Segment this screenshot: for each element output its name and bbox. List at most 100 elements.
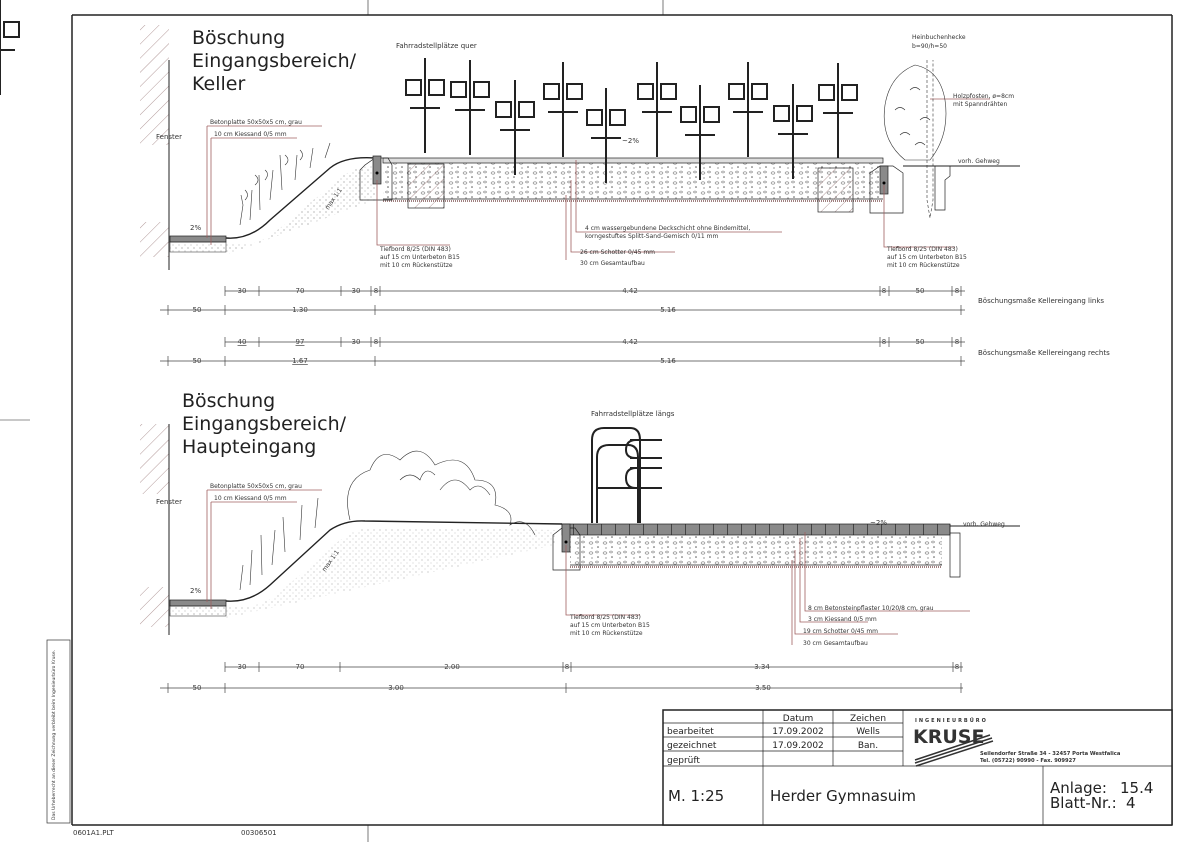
drawing-label: 19 cm Schotter 0/45 mm [803,628,878,635]
post-label: Holzpfosten, ø=8cm [953,93,1014,100]
section-top: Böschung Eingangsbereich/ Keller Fahrrad… [0,0,1020,270]
section-title-line: Eingangsbereich/ [192,50,357,72]
drawing-label: 1.67 [292,357,308,365]
drawing-label: 5.16 [660,357,676,365]
section-title-line: Keller [192,73,245,95]
drawing-label: 3.00 [388,684,404,692]
drawing-label: 17.09.2002 [772,727,824,737]
dimensions-caption: Böschungsmaße Kellereingang links [978,297,1104,305]
drawing-label: 8 [955,338,959,346]
drawing-label: 17.09.2002 [772,741,824,751]
file-name: 0601A1.PLT [73,829,114,837]
drawing-label: 40 [238,338,247,346]
drawing-label: Ban. [858,741,878,751]
drawing-label: Wells [856,727,880,737]
section-bottom: Böschung Eingangsbereich/ Haupteingang F… [140,390,1020,693]
drawing-label: 30 [238,287,247,295]
drawing-label: 3 cm Kiessand 0/5 mm [808,616,877,623]
drawing-label: 50 [193,357,202,365]
drawing-label: 50 [916,338,925,346]
drawing-label: bearbeitet [667,727,714,737]
drawing-label: korngestuftes Splitt-Sand-Gemisch 0/11 m… [585,233,718,240]
drawing-label: 8 cm Betonsteinpflaster 10/20/8 cm, grau [808,605,934,612]
drawing-label: Tel. (05722) 90990 - Fax. 909927 [980,758,1076,764]
drawing-label: 8 [374,287,378,295]
drawing-label: 50 [193,306,202,314]
dimensions-right: 40 97 30 8 4.42 8 50 8 50 5.16 1.67 Böschungsma… [160,337,1110,366]
copyright-note: Das Urheberrecht an dieser Zeichnung ver… [46,639,71,824]
slope-percent: 2% [190,224,201,232]
drawing-label: Tiefbord 8/25 (DIN 483) [569,614,641,621]
sheet-number: 4 [1126,794,1136,812]
drawing-label: 3.34 [754,663,770,671]
drawing-label: 30 [352,338,361,346]
drawing-code: 00306501 [241,829,277,837]
bike-rack-longitudinal [591,427,662,523]
sidewalk-label: vorh. Gehweg [963,521,1005,528]
drawing-label: 3.50 [755,684,771,692]
drawing-label: 97 [296,338,305,346]
drawing-label: 50 [193,684,202,692]
drawing-label: Tiefbord 8/25 (DIN 483) [886,246,958,253]
shrubs [239,142,331,226]
drawing-label: 30 cm Gesamtaufbau [580,260,645,267]
drawing-label: Das Urheberrecht an dieser Zeichnung ver… [51,650,57,820]
drawing-label: 8 [955,663,959,671]
bike-label: Fahrradstellplätze längs [591,410,675,418]
anlage-value: 15.4 [1120,779,1153,797]
drawing-label: auf 15 cm Unterbeton B15 [380,254,460,261]
dimensions-caption: Böschungsmaße Kellereingang rechts [978,349,1110,357]
drawing-label: Blatt-Nr.: [1050,794,1117,812]
drawing-label: 4 cm wassergebundene Deckschicht ohne Bi… [585,225,750,232]
drawing-label: 8 [565,663,569,671]
drawing-label: 8 [882,287,886,295]
drawing-label: gezeichnet [667,741,717,751]
hedge [883,60,947,219]
window-label: Fenster [156,133,182,141]
drawing-label: mit 10 cm Rückenstütze [887,262,960,269]
drawing-label: 30 cm Gesamtaufbau [803,640,868,647]
drawing-label: mit 10 cm Rückenstütze [570,630,643,637]
drawing-label: 70 [296,663,305,671]
sidewalk-label: vorh. Gehweg [958,158,1000,165]
drawing-label: mit 10 cm Rückenstütze [380,262,453,269]
drawing-label: geprüft [667,756,700,766]
slab-label: Betonplatte 50x50x5 cm, grau [210,119,302,126]
drawing-label: 8 [955,287,959,295]
hedge-label: b=90/h=50 [912,43,947,50]
scale: M. 1:25 [668,787,724,805]
drawing-label: 10 cm Kiessand 0/5 mm [214,495,287,502]
bike-racks [0,0,858,184]
drawing-label: 4.42 [622,287,638,295]
surface-slope: ~2% [622,137,639,145]
slab-label: 10 cm Kiessand 0/5 mm [214,131,287,138]
bike-label: Fahrradstellplätze quer [396,42,477,50]
drawing-label: 1.30 [292,306,308,314]
drawing-label: 50 [916,287,925,295]
drawing-label: 70 [296,287,305,295]
drawing-label: Seilendorfer Straße 34 - 32457 Porta Wes… [980,751,1121,757]
section-title-line: Eingangsbereich/ [182,413,347,435]
section-title-line: Böschung [182,390,275,412]
drawing-label: 8 [882,338,886,346]
wall-hatch [140,25,169,145]
wall-hatch [140,222,169,257]
drawing-label: Tiefbord 8/25 (DIN 483) [379,246,451,253]
section-title-line: Böschung [192,27,285,49]
drawing-label: INGENIEURBÜRO [915,717,988,724]
drawing-label: 30 [238,663,247,671]
drawing-label: Betonplatte 50x50x5 cm, grau [210,483,302,490]
drawing-label: Anlage: [1050,779,1107,797]
drawing-label: 2% [190,587,201,595]
drawing-label: 5.16 [660,306,676,314]
company-logo: INGENIEURBÜRO KRUSE Seilendorfer Straße … [913,717,1121,767]
drawing-label: auf 15 cm Unterbeton B15 [887,254,967,261]
title-block: Datum Zeichen bearbeitet 17.09.2002 Well… [662,709,1173,826]
hedge-label: Heinbuchenhecke [912,34,966,41]
drawing-label: 4.42 [622,338,638,346]
project-name: Herder Gymnasuim [770,787,916,805]
surface-slope: ~2% [870,519,887,527]
drawing-label: auf 15 cm Unterbeton B15 [570,622,650,629]
drawing-label: 8 [374,338,378,346]
